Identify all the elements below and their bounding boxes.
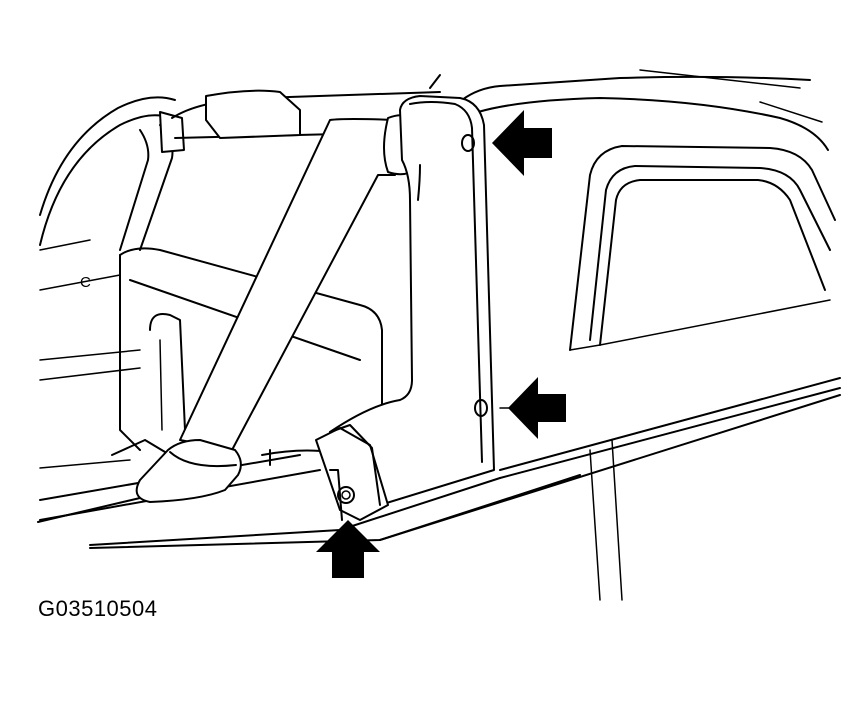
lower-bolt (337, 486, 355, 504)
door-window-frame (499, 145, 841, 601)
arrow-upper-fastener (492, 110, 552, 176)
roll-bar (39, 89, 441, 251)
cab-roof (429, 69, 829, 151)
bed-side (37, 239, 841, 549)
figure-code: G03510504 (38, 596, 158, 621)
detail-letter: C (80, 274, 91, 291)
arrow-lower-fastener (316, 520, 380, 578)
pillar-trim-panel (315, 95, 511, 521)
middle-fastener-hole (474, 399, 488, 417)
arrow-middle-fastener (508, 377, 566, 439)
upper-fastener-hole (461, 134, 475, 152)
